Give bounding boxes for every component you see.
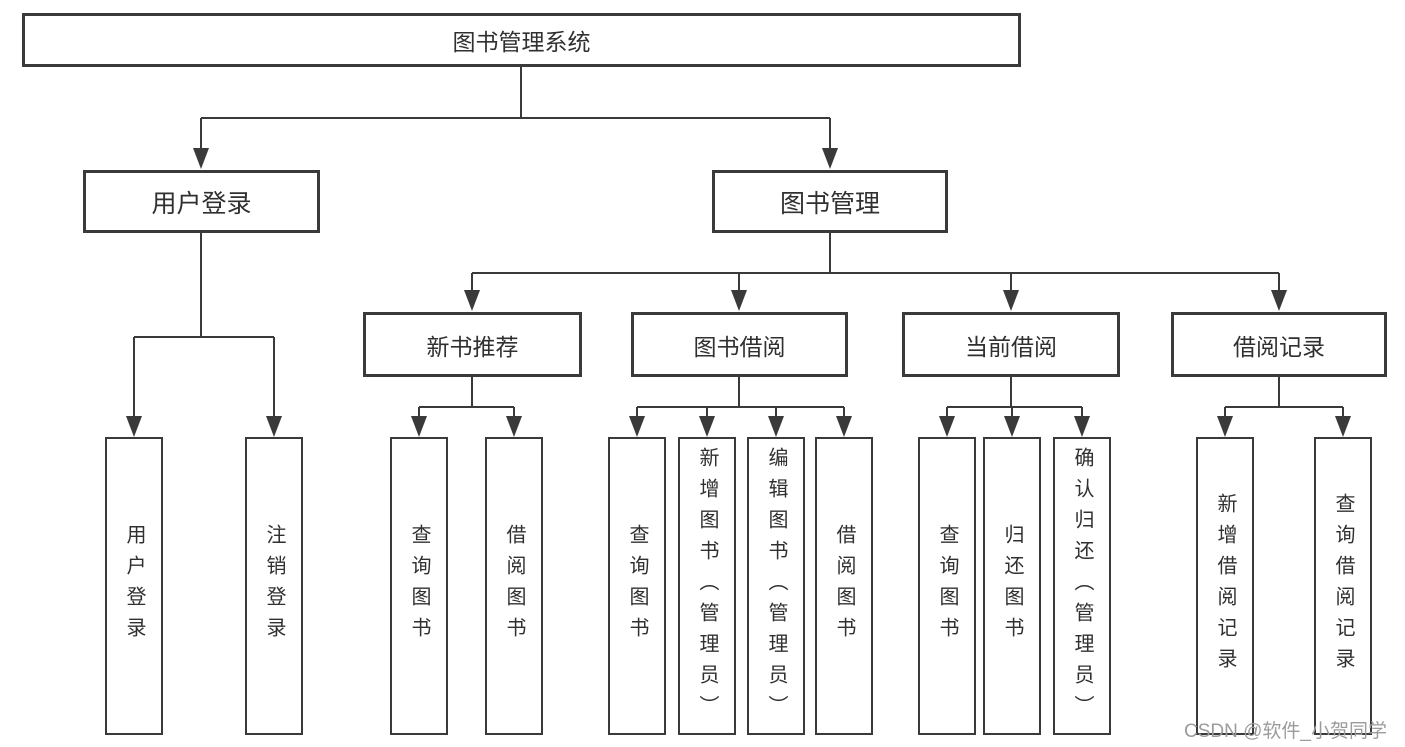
node-current-borrow-label: 当前借阅 (965, 333, 1057, 360)
leaf-edit-book-admin-label: 编辑图书（管理员） (765, 446, 787, 726)
arrowhead-icon (1335, 416, 1351, 437)
arrowhead-icon (768, 416, 784, 437)
arrowhead-icon (1271, 290, 1287, 311)
arrowhead-icon (266, 416, 282, 437)
leaf-query-books-2: 查询图书 (608, 437, 666, 735)
arrowhead-icon (699, 416, 715, 437)
arrowhead-icon (193, 148, 209, 169)
node-book-mgmt-label: 图书管理 (779, 189, 880, 218)
leaf-add-book-admin-label: 新增图书（管理员） (696, 446, 718, 726)
arrowhead-icon (629, 416, 645, 437)
leaf-add-borrow-record: 新增借阅记录 (1196, 437, 1254, 735)
node-book-mgmt: 图书管理 (712, 170, 948, 233)
leaf-return-book-label: 归还图书 (1001, 524, 1023, 648)
leaf-query-borrow-record: 查询借阅记录 (1314, 437, 1372, 735)
leaf-logout-label: 注销登录 (263, 524, 285, 648)
arrowhead-icon (1004, 416, 1020, 437)
leaf-query-books-1: 查询图书 (390, 437, 448, 735)
arrowhead-icon (731, 290, 747, 311)
node-book-borrow: 图书借阅 (631, 312, 848, 377)
node-new-book-rec: 新书推荐 (363, 312, 582, 377)
arrowhead-icon (822, 148, 838, 169)
leaf-user-login: 用户登录 (105, 437, 163, 735)
arrowhead-icon (1003, 290, 1019, 311)
node-current-borrow: 当前借阅 (902, 312, 1120, 377)
leaf-query-books-3-label: 查询图书 (936, 524, 958, 648)
leaf-logout: 注销登录 (245, 437, 303, 735)
leaf-confirm-return-admin-label: 确认归还（管理员） (1071, 446, 1093, 726)
node-user-login: 用户登录 (83, 170, 320, 233)
arrowhead-icon (836, 416, 852, 437)
connector-lines-path (133, 67, 1344, 417)
node-book-borrow-label: 图书借阅 (693, 333, 786, 360)
leaf-user-login-label: 用户登录 (123, 524, 145, 648)
leaf-borrow-books-1-label: 借阅图书 (503, 524, 525, 648)
node-root-label: 图书管理系统 (452, 29, 591, 55)
arrowheads-group (126, 148, 1351, 437)
arrowhead-icon (1217, 416, 1233, 437)
leaf-query-books-2-label: 查询图书 (626, 524, 648, 648)
node-borrow-records: 借阅记录 (1171, 312, 1387, 377)
node-new-book-rec-label: 新书推荐 (426, 333, 519, 360)
leaf-add-borrow-record-label: 新增借阅记录 (1214, 493, 1236, 679)
arrowhead-icon (411, 416, 427, 437)
arrowhead-icon (1074, 416, 1090, 437)
leaf-add-book-admin: 新增图书（管理员） (678, 437, 736, 735)
node-user-login-label: 用户登录 (151, 189, 252, 218)
leaf-query-books-3: 查询图书 (918, 437, 976, 735)
arrowhead-icon (506, 416, 522, 437)
leaf-borrow-books-1: 借阅图书 (485, 437, 543, 735)
leaf-edit-book-admin: 编辑图书（管理员） (747, 437, 805, 735)
node-borrow-records-label: 借阅记录 (1233, 333, 1325, 360)
arrowhead-icon (126, 416, 142, 437)
node-root: 图书管理系统 (22, 13, 1021, 67)
leaf-query-books-1-label: 查询图书 (408, 524, 430, 648)
leaf-return-book: 归还图书 (983, 437, 1041, 735)
leaf-confirm-return-admin: 确认归还（管理员） (1053, 437, 1111, 735)
leaf-borrow-books-2: 借阅图书 (815, 437, 873, 735)
arrowhead-icon (464, 290, 480, 311)
watermark: CSDN @软件_小贺同学 (1184, 721, 1387, 742)
leaf-borrow-books-2-label: 借阅图书 (833, 524, 855, 648)
arrowhead-icon (939, 416, 955, 437)
leaf-query-borrow-record-label: 查询借阅记录 (1332, 493, 1354, 679)
